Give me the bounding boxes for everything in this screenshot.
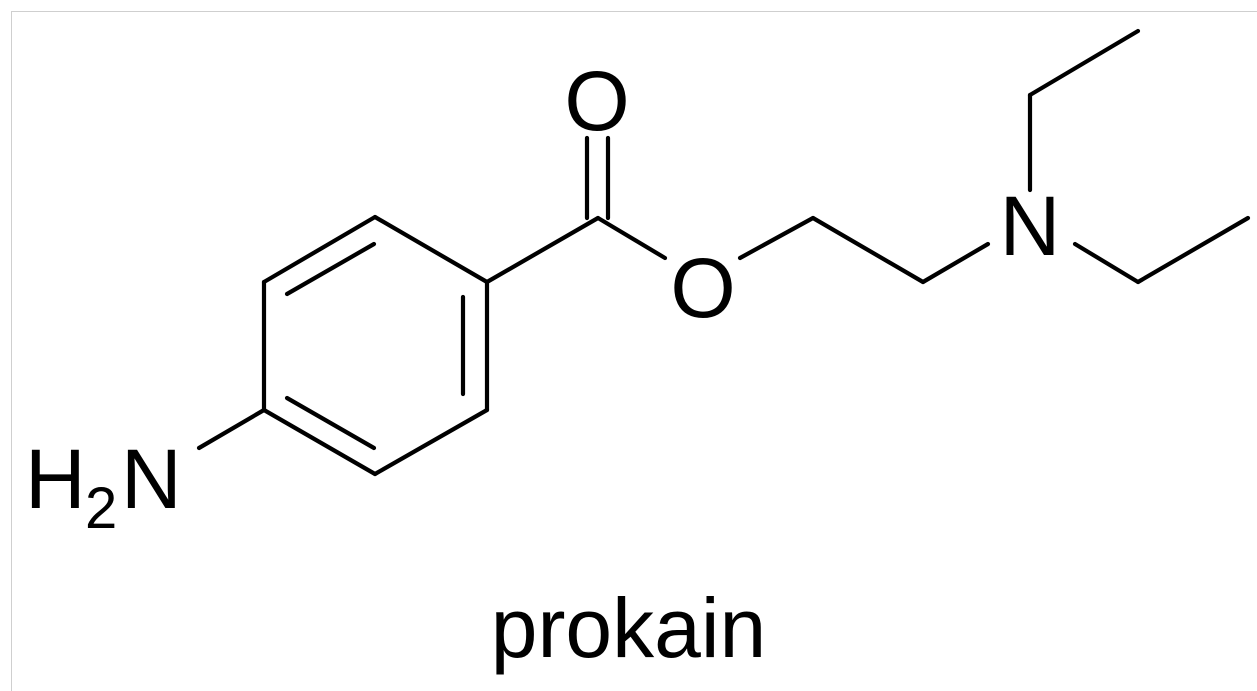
- benzene-ring: [261, 214, 490, 477]
- ring-inner-double-top: [284, 241, 377, 297]
- ring-bond-top-right: [372, 214, 490, 285]
- bond-n-right: [1072, 241, 1141, 285]
- diethyl-groups: [1027, 28, 1251, 285]
- aniline-h-label: H: [25, 432, 86, 526]
- ester-oxygen-label: O: [670, 241, 735, 335]
- ring-bond-top-left: [261, 214, 378, 285]
- aniline-n-label: N: [121, 432, 182, 526]
- bond-ethyl-right: [1135, 215, 1251, 285]
- carbonyl-oxygen-label: O: [564, 54, 629, 148]
- bond-carbonyl-to-ester-o: [595, 215, 668, 261]
- bond-ch2-to-n: [920, 241, 991, 285]
- bond-ethyl-top: [1027, 28, 1141, 98]
- compound-name: prokain: [490, 581, 767, 675]
- bond-ch2-to-ch2: [810, 215, 926, 285]
- ring-bond-bottom-right: [372, 407, 490, 477]
- bond-ring-to-carbonyl: [484, 215, 601, 285]
- figure-frame: [11, 11, 1257, 691]
- aniline-subscript-label: 2: [85, 476, 117, 541]
- bond-ester-o-to-ch2: [737, 215, 816, 261]
- ester-chain: [484, 135, 991, 285]
- bond-ring-to-nh2: [196, 407, 267, 451]
- amine-nitrogen-label: N: [1000, 179, 1061, 273]
- ring-inner-double-bottom: [284, 395, 377, 451]
- ring-bond-bottom-left: [261, 407, 378, 477]
